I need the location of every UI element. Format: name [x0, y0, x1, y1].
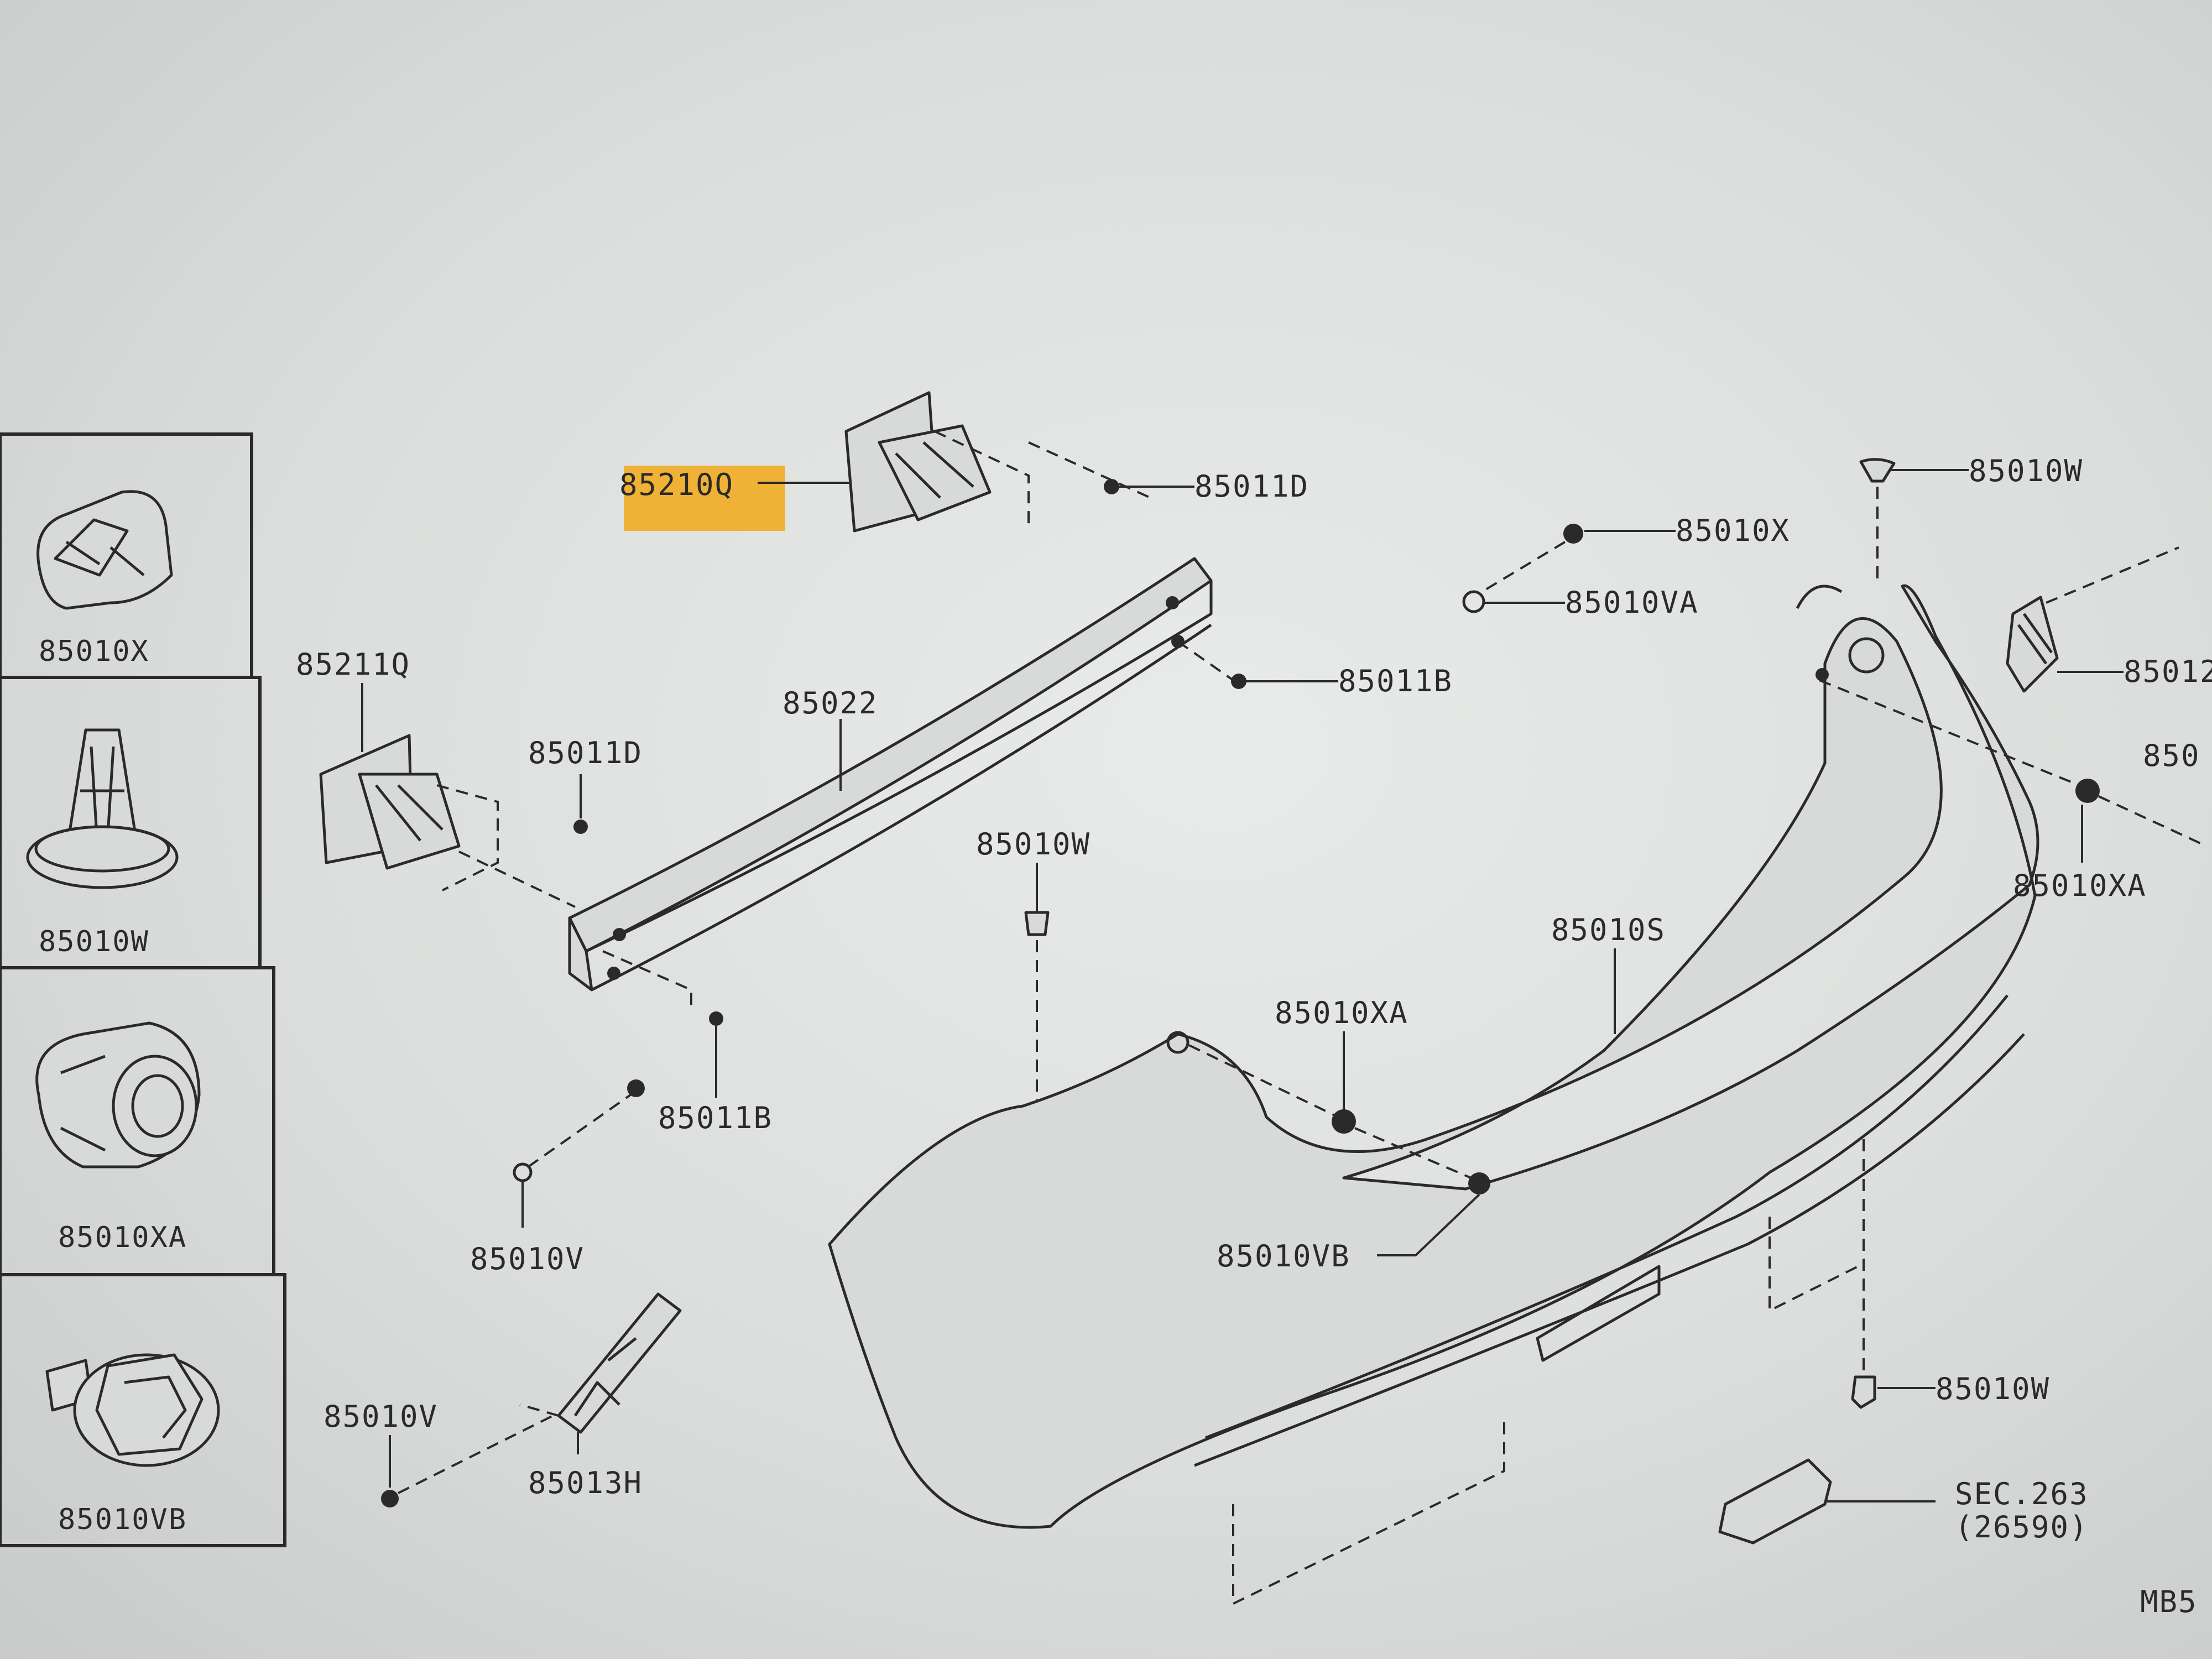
legend-label-85010xa: 85010XA — [58, 1221, 187, 1254]
callout-85012: 85012 — [2124, 654, 2212, 689]
grommet-nut-icon — [35, 1021, 201, 1168]
legend-box-85010vb — [0, 1273, 286, 1547]
push-rivet-icon — [26, 728, 179, 889]
legend-label-85010vb: 85010VB — [58, 1503, 187, 1536]
callout-85011d-top: 85011D — [1194, 469, 1309, 504]
callout-85010w-low: 85010W — [1936, 1371, 2050, 1406]
callout-85010xa-mid: 85010XA — [1275, 995, 1408, 1030]
fastener-85010va — [1462, 590, 1485, 613]
bumper-reinforcement-beam — [568, 557, 1234, 992]
callout-85022: 85022 — [782, 686, 878, 721]
callout-85010w-top: 85010W — [1969, 453, 2083, 488]
fastener-85010vb — [1468, 1172, 1490, 1194]
fastener-85010xa-mid — [1332, 1109, 1356, 1134]
fastener-85010v-low — [381, 1490, 399, 1507]
fastener-85010v-upper — [627, 1079, 645, 1097]
bumper-stay-lower — [319, 734, 692, 1012]
flange-bolt-icon — [45, 1353, 220, 1467]
callout-85010vb: 85010VB — [1217, 1239, 1350, 1274]
bumper-stay-upper — [844, 391, 1151, 533]
fastener-85011b-right — [1231, 674, 1246, 689]
fastener-legend-panel: 85010X 85010W 85010XA 85010VB — [0, 432, 286, 1547]
side-bracket-85012 — [2006, 546, 2179, 693]
callout-85011b-left: 85011B — [658, 1100, 773, 1135]
callout-850-right: 850 — [2143, 738, 2200, 773]
rear-bumper-fascia — [828, 584, 2039, 1606]
callout-85013h: 85013H — [528, 1465, 643, 1500]
legend-label-85010w: 85010W — [39, 925, 149, 958]
fastener-85010w-mid — [1024, 911, 1050, 936]
legend-label-85010x: 85010X — [39, 635, 149, 668]
callout-sec263: SEC.263 — [1955, 1477, 2089, 1511]
callout-85010s: 85010S — [1551, 912, 1666, 947]
fastener-85010xa-right — [2075, 779, 2100, 803]
callout-85010v-mid: 85010V — [470, 1241, 585, 1276]
fastener-85010w-low — [1851, 1375, 1876, 1409]
callout-85010x: 85010X — [1676, 513, 1790, 548]
fastener-85011b-left — [709, 1011, 723, 1026]
callout-mb5: MB5 — [2140, 1584, 2198, 1619]
rear-sensor-part — [1718, 1458, 1832, 1545]
callout-85210q: 85210Q — [619, 467, 734, 502]
fastener-85011d-left — [573, 820, 588, 834]
callout-85010w-mid: 85010W — [976, 827, 1091, 862]
callout-85211q: 85211Q — [296, 647, 410, 682]
fastener-85011d-top — [1104, 479, 1119, 494]
callout-85011d-left: 85011D — [528, 735, 643, 770]
fastener-85010x — [1563, 524, 1583, 544]
fastener-85010w-top — [1859, 458, 1896, 483]
clip-icon — [36, 490, 173, 610]
lower-bracket-85013h — [519, 1292, 682, 1434]
callout-85011b-right: 85011B — [1338, 664, 1453, 698]
callout-85010va: 85010VA — [1565, 585, 1699, 620]
callout-85010v-low: 85010V — [324, 1399, 438, 1434]
callout-85010xa-right: 85010XA — [2013, 868, 2147, 903]
callout-highlight — [624, 466, 785, 531]
callout-sec263-sub: (26590) — [1955, 1510, 2089, 1545]
